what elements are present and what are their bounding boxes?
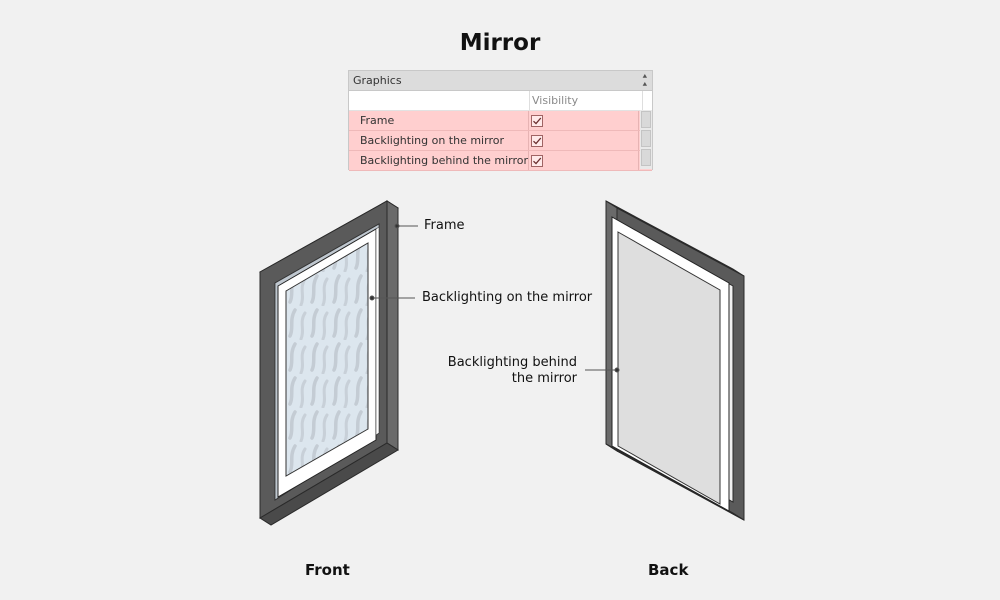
row-label-backlighting-behind: Backlighting behind the mirror	[349, 151, 529, 170]
backlight-behind-leader-dot	[614, 367, 620, 373]
back-view-label: Back	[648, 561, 689, 579]
backlighting-on-visibility-checkbox[interactable]	[531, 134, 543, 147]
front-frame-side	[386, 200, 399, 451]
backlighting-behind-visibility-checkbox[interactable]	[531, 154, 543, 167]
frame-visibility-checkbox[interactable]	[531, 114, 543, 127]
front-view-label: Front	[305, 561, 350, 579]
section-title: Graphics	[353, 74, 402, 87]
row-label-frame: Frame	[349, 111, 529, 130]
callout-frame: Frame	[424, 218, 465, 233]
frame-leader-dot	[394, 223, 400, 229]
graphics-properties-panel: Graphics ⯅⯅ Visibility Frame Backlightin…	[348, 70, 653, 171]
column-header-row: Visibility	[349, 91, 652, 111]
table-row: Frame	[349, 111, 652, 131]
check-icon	[533, 137, 542, 145]
table-row: Backlighting on the mirror	[349, 131, 652, 151]
back-mirror	[605, 200, 745, 521]
check-icon	[533, 157, 542, 165]
row-label-backlighting-on: Backlighting on the mirror	[349, 131, 529, 150]
visibility-column-header: Visibility	[530, 91, 643, 110]
page-title: Mirror	[459, 30, 541, 56]
check-icon	[533, 117, 542, 125]
front-glass	[285, 242, 369, 477]
front-mirror	[259, 200, 399, 526]
callout-backlighting-behind: Backlighting behind the mirror	[447, 355, 577, 386]
callout-backlighting-on: Backlighting on the mirror	[422, 290, 593, 305]
panel-scrollbar[interactable]	[640, 110, 652, 169]
backlight-on-leader-dot	[369, 295, 375, 301]
table-row: Backlighting behind the mirror	[349, 151, 652, 171]
graphics-section-header[interactable]: Graphics ⯅⯅	[349, 71, 652, 91]
collapse-chevron-icon[interactable]: ⯅⯅	[641, 71, 648, 89]
back-panel	[617, 231, 721, 505]
